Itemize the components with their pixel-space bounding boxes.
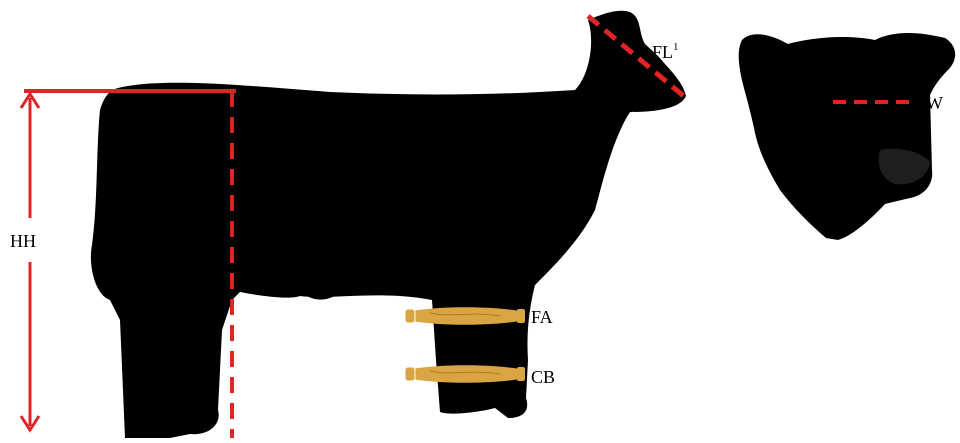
measuring-tape-icon [405,365,525,383]
fa-tape-band [412,307,520,325]
cow-body [91,11,686,438]
fa-tape-left-end [405,309,415,323]
fl-label-superscript: 1 [673,41,679,53]
cow-chest-ridge [300,288,338,300]
cb-tape-left-end [405,367,415,381]
measuring-tape-icon [405,307,525,325]
cb-label: CB [531,367,555,387]
hh-label: HH [10,231,36,251]
cow-head [739,33,955,240]
cow-silhouette-icon [91,11,686,438]
fa-label: FA [531,307,553,327]
cb-tape-band [412,365,520,383]
fa-tape-right-end [517,309,525,323]
cow-head-icon [739,33,955,240]
fl-label: FL1 [652,41,679,62]
cb-tape-right-end [517,367,525,381]
fw-label: FW [916,93,943,113]
fl-label-text: FL [652,42,673,62]
